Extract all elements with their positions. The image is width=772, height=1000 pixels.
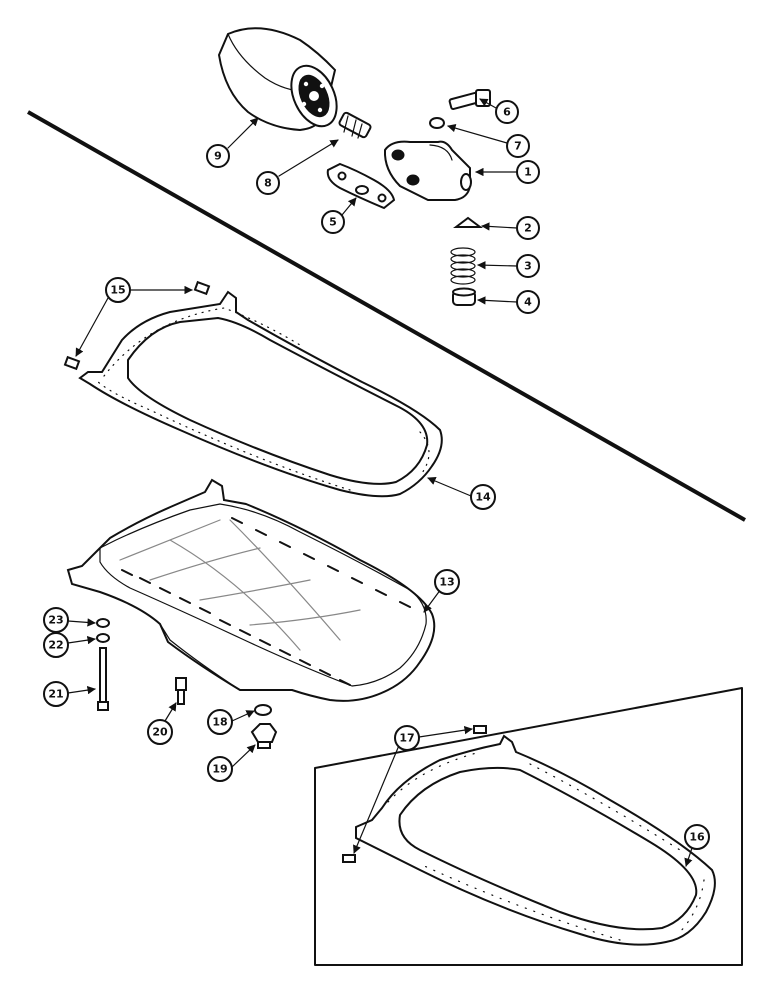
svg-text:3: 3: [524, 260, 532, 273]
callout-18: 18: [207, 709, 233, 735]
oil-pan: [66, 478, 436, 702]
callout-1: 1: [516, 160, 540, 184]
svg-text:9: 9: [214, 150, 222, 163]
callout-17: 17: [394, 725, 420, 751]
svg-text:16: 16: [689, 831, 705, 844]
long-bolt-21: [97, 647, 109, 711]
svg-text:22: 22: [48, 639, 63, 652]
washer: [429, 117, 445, 129]
gasket-clip-15a: [193, 280, 211, 296]
svg-text:17: 17: [399, 732, 414, 745]
adapter-gasket: [326, 162, 396, 210]
svg-text:6: 6: [503, 106, 511, 119]
relief-plunger: [452, 287, 476, 306]
callout-6: 6: [495, 100, 519, 124]
inset-box: [314, 687, 743, 966]
callout-19: 19: [207, 756, 233, 782]
svg-text:1: 1: [524, 166, 532, 179]
callout-23: 23: [43, 607, 69, 633]
leader-lines: [67, 98, 693, 867]
svg-text:20: 20: [152, 726, 168, 739]
svg-text:23: 23: [48, 614, 63, 627]
gasket-clip-17b: [342, 854, 356, 863]
drain-plug: [250, 723, 278, 749]
svg-text:4: 4: [524, 296, 532, 309]
svg-text:5: 5: [329, 216, 337, 229]
callout-16: 16: [684, 824, 710, 850]
callout-9: 9: [206, 144, 230, 168]
svg-text:8: 8: [264, 177, 272, 190]
relief-spring: [450, 247, 476, 285]
callout-13: 13: [434, 569, 460, 595]
bolt: [448, 89, 491, 111]
callout-5: 5: [321, 210, 345, 234]
section-divider-line: [27, 110, 746, 522]
svg-text:19: 19: [212, 763, 227, 776]
bolt-20: [175, 677, 187, 705]
callout-3: 3: [516, 254, 540, 278]
washer-22: [96, 633, 110, 643]
oil-pan-gasket: [78, 290, 443, 498]
drain-plug-gasket: [254, 704, 272, 716]
callout-4: 4: [516, 290, 540, 314]
callout-2: 2: [516, 216, 540, 240]
gasket-clip-17a: [473, 725, 487, 734]
valve-retainer: [453, 216, 483, 228]
oil-filter: [217, 27, 338, 132]
callout-14: 14: [470, 484, 496, 510]
washer-23: [96, 618, 110, 628]
svg-text:21: 21: [48, 688, 63, 701]
callout-8: 8: [256, 171, 280, 195]
callout-15: 15: [105, 277, 131, 303]
svg-text:13: 13: [439, 576, 454, 589]
callout-22: 22: [43, 632, 69, 658]
svg-text:14: 14: [475, 491, 491, 504]
gasket-clip-15b: [63, 355, 81, 371]
svg-text:15: 15: [110, 284, 125, 297]
svg-text:2: 2: [524, 222, 532, 235]
filter-adapter-housing: [383, 140, 472, 201]
svg-text:18: 18: [212, 716, 227, 729]
callout-21: 21: [43, 681, 69, 707]
nipple-fitting: [338, 111, 372, 139]
svg-text:7: 7: [514, 140, 522, 153]
callout-20: 20: [147, 719, 173, 745]
alternate-oil-pan-gasket: [355, 734, 716, 946]
callout-7: 7: [506, 134, 530, 158]
